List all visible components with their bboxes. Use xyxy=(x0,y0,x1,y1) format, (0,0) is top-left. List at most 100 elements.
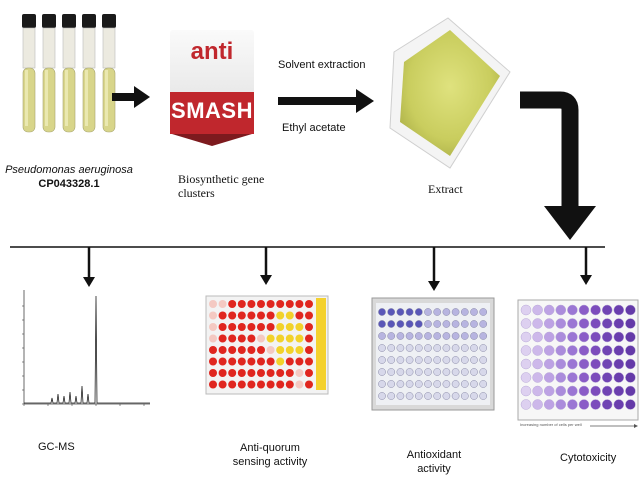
quorum-well xyxy=(247,323,256,331)
cytotoxicity-well xyxy=(567,331,578,343)
quorum-well xyxy=(228,334,237,343)
antioxidant-well xyxy=(405,308,414,316)
tube-cap xyxy=(82,14,96,28)
antioxidant-well xyxy=(460,308,469,316)
cytotoxicity-well xyxy=(532,385,543,397)
antioxidant-well xyxy=(378,392,386,400)
antioxidant-well xyxy=(451,380,460,388)
cytotoxicity-well xyxy=(532,331,543,343)
cytotoxicity-well xyxy=(543,372,555,383)
quorum-well xyxy=(257,300,265,308)
quorum-well xyxy=(257,323,265,331)
cytotoxicity-well xyxy=(601,399,613,410)
antioxidant-well xyxy=(405,356,414,364)
quorum-well xyxy=(305,323,313,331)
cytotoxicity-axis-note: Increasing number of cells per well xyxy=(520,422,582,427)
antioxidant-well xyxy=(387,356,396,364)
tube-highlight xyxy=(85,70,88,126)
antioxidant-well xyxy=(470,332,478,340)
quorum-well xyxy=(266,300,275,308)
antioxidant-well xyxy=(460,332,469,340)
tube-highlight xyxy=(25,70,28,126)
cytotoxicity-well xyxy=(532,372,543,383)
quorum-well xyxy=(237,380,246,389)
cytotoxicity-well xyxy=(555,304,567,316)
cytotoxicity-well xyxy=(543,385,555,397)
quorum-well xyxy=(218,380,227,389)
quorum-well xyxy=(228,323,237,331)
tube-highlight xyxy=(105,70,108,126)
cytotoxicity-well xyxy=(543,318,555,329)
cytotoxicity-well xyxy=(625,345,636,356)
antioxidant-well xyxy=(433,368,442,376)
quorum-well xyxy=(247,311,256,320)
quorum-well xyxy=(285,357,294,366)
antioxidant-well xyxy=(470,368,478,376)
quorum-well xyxy=(209,311,217,320)
quorum-well xyxy=(257,346,265,354)
quorum-well xyxy=(218,334,227,343)
quorum-well xyxy=(285,311,294,320)
antioxidant-well xyxy=(442,368,451,376)
antioxidant-well xyxy=(442,308,451,316)
antioxidant-well xyxy=(424,356,432,364)
quorum-well xyxy=(276,369,285,377)
antioxidant-well xyxy=(460,368,469,376)
antioxidant-well xyxy=(433,380,442,388)
quorum-well xyxy=(295,357,304,366)
antioxidant-well xyxy=(424,368,432,376)
quorum-well xyxy=(305,357,313,366)
quorum-well xyxy=(295,369,304,377)
cytotoxicity-well xyxy=(625,318,636,329)
antioxidant-well xyxy=(378,320,386,328)
cytotoxicity-well xyxy=(555,399,567,410)
antioxidant-well xyxy=(414,332,423,340)
antioxidant-well xyxy=(460,380,469,388)
quorum-well xyxy=(228,300,237,308)
cytotoxicity-well xyxy=(601,372,613,383)
quorum-well xyxy=(305,380,313,389)
antioxidant-well xyxy=(433,320,442,328)
cytotoxicity-well xyxy=(520,331,532,343)
antioxidant-well xyxy=(442,320,451,328)
quorum-well xyxy=(218,369,227,377)
quorum-well xyxy=(276,300,285,308)
tube-broth xyxy=(22,67,36,133)
quorum-well xyxy=(266,334,275,343)
quorum-label: Anti-quorum sensing activity xyxy=(232,442,308,468)
antioxidant-well xyxy=(451,392,460,400)
antioxidant-well xyxy=(396,320,405,328)
cytotoxicity-well xyxy=(590,372,601,383)
antioxidant-well xyxy=(387,332,396,340)
cytotoxicity-well xyxy=(543,331,555,343)
antioxidant-well xyxy=(414,392,423,400)
quorum-well xyxy=(209,323,217,331)
antioxidant-well xyxy=(479,332,488,340)
cytotoxicity-well xyxy=(625,331,636,343)
antioxidant-well xyxy=(451,368,460,376)
tube-cap xyxy=(102,14,116,28)
cytotoxicity-well xyxy=(625,358,636,370)
antioxidant-well xyxy=(405,380,414,388)
cytotoxicity-well xyxy=(520,399,532,410)
antioxidant-well xyxy=(424,344,432,352)
cytotoxicity-well xyxy=(567,358,578,370)
antioxidant-well xyxy=(433,392,442,400)
antioxidant-well xyxy=(460,356,469,364)
antioxidant-well xyxy=(442,392,451,400)
cytotoxicity-well xyxy=(555,345,567,356)
tube-glass xyxy=(22,27,36,69)
antioxidant-well xyxy=(414,308,423,316)
cytotoxicity-well xyxy=(613,399,625,410)
antioxidant-well xyxy=(387,320,396,328)
quorum-well xyxy=(237,357,246,366)
cytotoxicity-well xyxy=(601,331,613,343)
antioxidant-well xyxy=(479,308,488,316)
tube-highlight xyxy=(45,70,48,126)
quorum-well xyxy=(295,311,304,320)
antioxidant-well xyxy=(442,380,451,388)
antioxidant-well xyxy=(405,392,414,400)
antioxidant-well xyxy=(396,356,405,364)
